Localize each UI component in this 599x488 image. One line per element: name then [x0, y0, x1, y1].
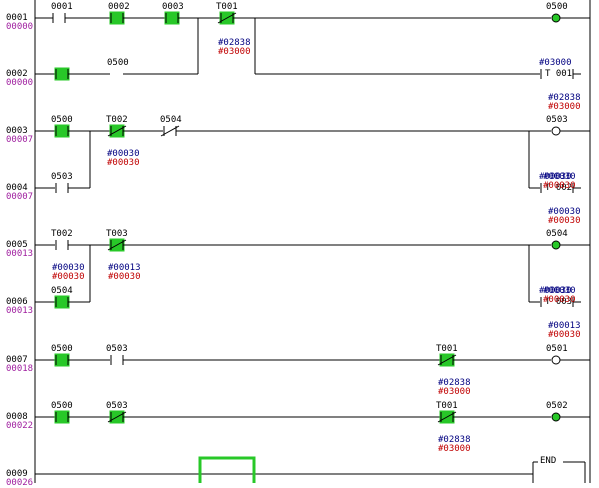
- nc-slash: [437, 354, 457, 366]
- coil-0503[interactable]: [551, 126, 561, 136]
- contact-label: T001: [436, 344, 458, 354]
- contact-label: 0503: [106, 344, 128, 354]
- param-preset: #02838: [438, 435, 471, 445]
- param-preset: #02838: [218, 38, 251, 48]
- rung-number[interactable]: 0006: [6, 297, 28, 307]
- param-present: #03000: [438, 444, 471, 454]
- rung-number[interactable]: 0009: [6, 469, 28, 479]
- contact-label: 0003: [162, 2, 184, 12]
- timer-label: T 003: [545, 297, 573, 307]
- contact-0504-on[interactable]: [54, 295, 70, 309]
- contact-label: T001: [436, 401, 458, 411]
- param-preset: #02838: [548, 93, 581, 103]
- rung-number[interactable]: 0007: [6, 355, 28, 365]
- contact-label: T003: [106, 229, 128, 239]
- nc-slash: [107, 125, 127, 137]
- param-preset: #00030: [107, 149, 140, 159]
- rung-number[interactable]: 0002: [6, 69, 28, 79]
- contact-label: 0503: [51, 172, 73, 182]
- step-number: 00026: [6, 478, 34, 488]
- param-preset: #00030: [52, 263, 85, 273]
- timer-label: T 002: [545, 183, 573, 193]
- rung-number[interactable]: 0008: [6, 412, 28, 422]
- coil-label: 0500: [546, 2, 568, 12]
- contact-0500-on[interactable]: [54, 67, 70, 81]
- coil-label: 0501: [546, 344, 568, 354]
- param-present: #03000: [218, 47, 251, 57]
- step-number: 00013: [6, 249, 34, 259]
- rung-number[interactable]: 0001: [6, 13, 28, 23]
- contact-label: 0504: [51, 286, 73, 296]
- coil-0500[interactable]: [551, 13, 561, 23]
- nc-slash: [160, 125, 180, 137]
- param-preset: #00013: [108, 263, 141, 273]
- param-present: #00030: [108, 272, 141, 282]
- contact-label: T002: [51, 229, 73, 239]
- contact-0500-on[interactable]: [54, 353, 70, 367]
- step-number: 00013: [6, 306, 34, 316]
- param-preset: #00030: [543, 286, 576, 296]
- step-number: 00018: [6, 364, 34, 374]
- contact-0002-on[interactable]: [109, 11, 125, 25]
- contact-label: 0002: [108, 2, 130, 12]
- contact-label: T001: [216, 2, 238, 12]
- timer-preset: #00030: [539, 286, 572, 296]
- rung-number[interactable]: 0003: [6, 126, 28, 136]
- param-preset: #00030: [548, 207, 581, 217]
- contact-label: 0503: [106, 401, 128, 411]
- param-present: #00030: [548, 330, 581, 340]
- param-preset: #00013: [548, 321, 581, 331]
- rung-number[interactable]: 0004: [6, 183, 28, 193]
- contact-0003-on[interactable]: [164, 11, 180, 25]
- nc-slash: [217, 12, 237, 24]
- step-number: 00000: [6, 78, 34, 88]
- param-preset: #00030: [543, 172, 576, 182]
- timer-label: T 001: [545, 69, 573, 79]
- nc-slash: [107, 411, 127, 423]
- edit-cursor[interactable]: [198, 456, 256, 483]
- coil-label: 0503: [546, 115, 568, 125]
- param-present: #03000: [548, 102, 581, 112]
- timer-preset: #03000: [539, 58, 572, 68]
- step-number: 00007: [6, 135, 34, 145]
- step-number: 00000: [6, 22, 34, 32]
- contact-label: 0500: [51, 401, 73, 411]
- contact-label: 0504: [160, 115, 182, 125]
- contact-label: 0500: [51, 115, 73, 125]
- contact-label: T002: [106, 115, 128, 125]
- contact-label: 0500: [51, 344, 73, 354]
- step-number: 00022: [6, 421, 34, 431]
- step-number: 00007: [6, 192, 34, 202]
- param-present: #00030: [543, 295, 576, 305]
- contact-label: 0001: [51, 2, 73, 12]
- nc-slash: [107, 239, 127, 251]
- contact-0500-on[interactable]: [54, 124, 70, 138]
- coil-label: 0504: [546, 229, 568, 239]
- contact-label: 0500: [107, 58, 129, 68]
- param-present: #03000: [438, 387, 471, 397]
- coil-label: 0502: [546, 401, 568, 411]
- coil-0501[interactable]: [551, 355, 561, 365]
- param-present: #00030: [548, 216, 581, 226]
- rung-number[interactable]: 0005: [6, 240, 28, 250]
- coil-0504[interactable]: [551, 240, 561, 250]
- coil-0502[interactable]: [551, 412, 561, 422]
- param-present: #00030: [107, 158, 140, 168]
- param-preset: #02838: [438, 378, 471, 388]
- end-instruction[interactable]: END: [540, 456, 557, 466]
- param-present: #00030: [52, 272, 85, 282]
- param-present: #00030: [543, 181, 576, 191]
- nc-slash: [437, 411, 457, 423]
- contact-0500-on[interactable]: [54, 410, 70, 424]
- timer-preset: #00030: [539, 172, 572, 182]
